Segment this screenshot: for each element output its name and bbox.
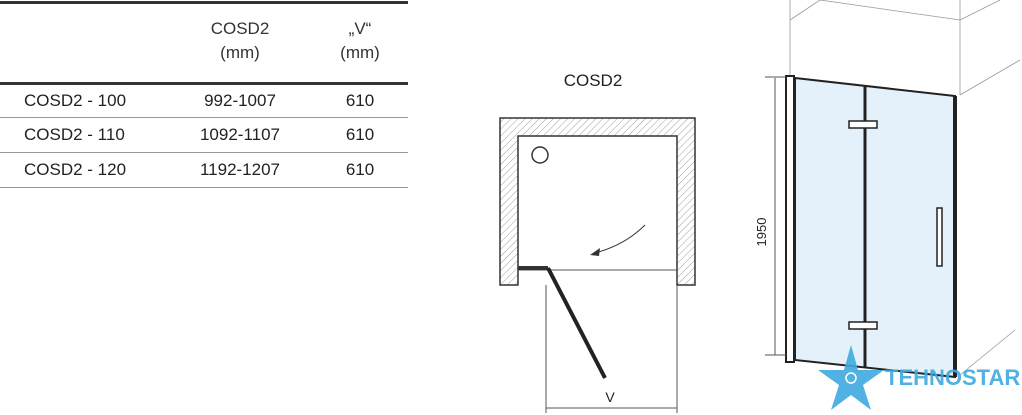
hinge-icon (848, 321, 878, 330)
height-label: 1950 (754, 218, 769, 247)
table-row: COSD2 - 100 992-1007 610 (0, 91, 408, 115)
range-cell: 1092-1107 (199, 125, 281, 144)
table-top-border (0, 1, 408, 4)
arrow-head-icon (590, 248, 600, 256)
row-divider (0, 187, 408, 188)
drain-icon (531, 146, 549, 164)
header-line2: (mm) (220, 43, 260, 62)
col-header-v: „V“ (mm) (320, 17, 400, 65)
fixed-panel (518, 266, 548, 270)
col-header-range: COSD2 (mm) (190, 17, 290, 65)
logo-text: TEHNOSTAR (885, 365, 1020, 390)
v-cell: 610 (345, 125, 375, 144)
plan-title: COSD2 (564, 71, 623, 90)
wall-outline (499, 117, 696, 286)
dimension-v: V (605, 389, 615, 405)
tehnostar-logo: TEHNOSTAR (818, 345, 1020, 410)
handle-icon (936, 207, 943, 267)
swing-arrow (594, 224, 646, 254)
header-line1: COSD2 (210, 19, 270, 38)
header-line2: (mm) (340, 43, 380, 62)
range-cell: 1192-1207 (199, 160, 281, 179)
star-icon (818, 345, 884, 410)
model-cell: COSD2 - 110 (24, 125, 125, 144)
wall-profile (785, 75, 795, 363)
row-divider (0, 117, 408, 118)
v-cell: 610 (345, 160, 375, 179)
row-divider (0, 152, 408, 153)
model-cell: COSD2 - 120 (24, 160, 127, 179)
floor-plan: COSD2 V (499, 71, 696, 413)
elevation-view: 1950 (754, 0, 1021, 379)
range-cell: 992-1007 (204, 91, 276, 110)
header-line1: „V“ (348, 19, 372, 38)
model-cell: COSD2 - 100 (24, 91, 127, 110)
door-swing (546, 267, 607, 379)
table-row: COSD2 - 120 1192-1207 610 (0, 160, 408, 184)
power-icon (845, 372, 857, 384)
v-cell: 610 (345, 91, 375, 110)
room-lines (789, 0, 1021, 376)
table-row: COSD2 - 110 1092-1107 610 (0, 125, 408, 149)
hinge-icon (848, 120, 878, 129)
table-header-border (0, 82, 408, 85)
